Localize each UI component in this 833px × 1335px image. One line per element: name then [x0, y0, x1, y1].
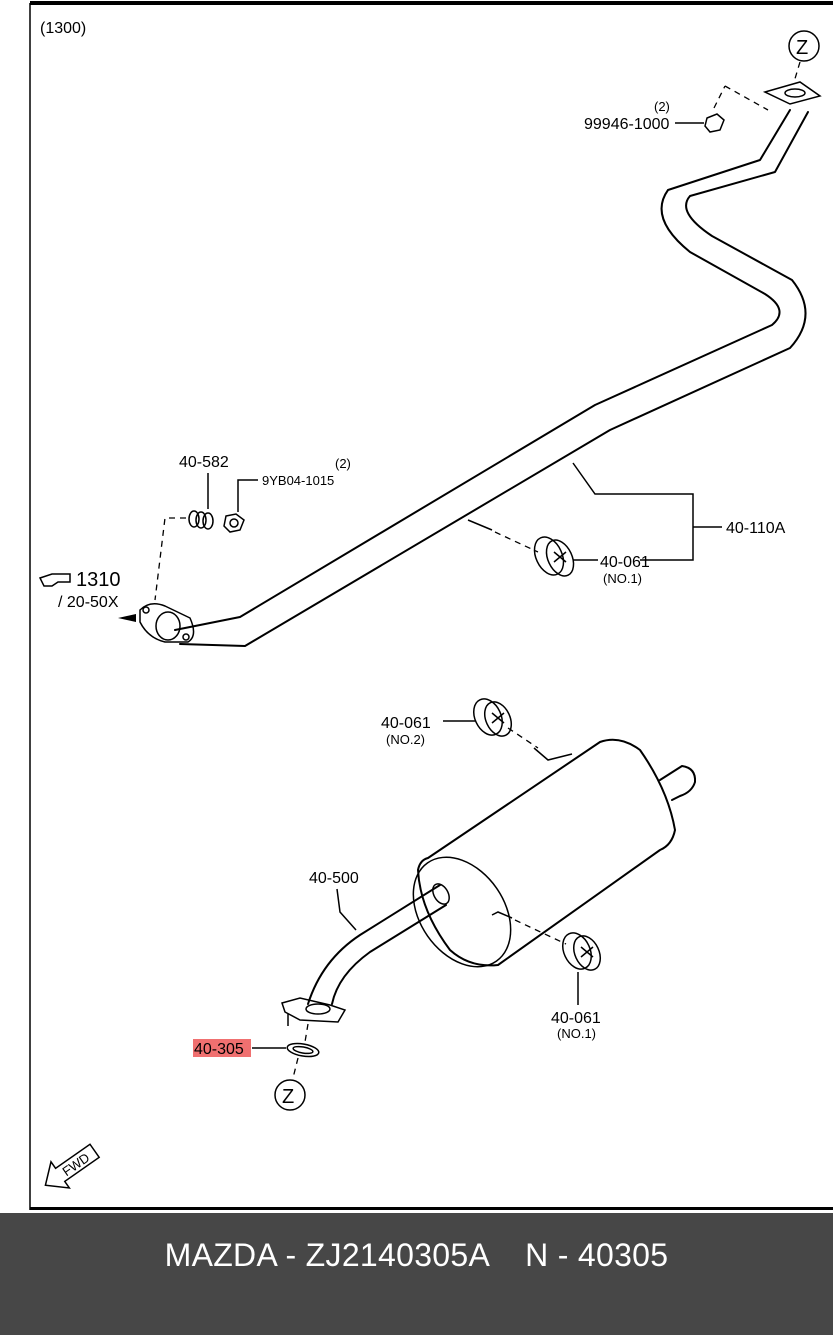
reference-sub-label: / 20-50X [58, 594, 119, 611]
muffler-leader [336, 888, 357, 931]
spring-icon [188, 473, 214, 530]
reference-section-label: 1310 [76, 569, 121, 591]
hanger-top-label: 40-061 [381, 715, 431, 732]
front-pipe-label: 40-110A [726, 520, 786, 537]
nut-qty-label: (2) [654, 99, 670, 114]
svg-text:Z: Z [796, 37, 808, 59]
muffler-part-label: 40-500 [309, 870, 359, 887]
part-number-title: MAZDA - ZJ2140305A N - 40305 [164, 1237, 669, 1273]
hanger-front-sub-label: (NO.1) [603, 571, 642, 586]
hanger-rear-icon [514, 919, 602, 1005]
spring-part-label: 40-582 [179, 454, 229, 471]
bolt-part-label: 9YB04-1015 [262, 473, 334, 488]
footer-bar: MAZDA - ZJ2140305A N - 40305 [0, 1213, 833, 1335]
hanger-front-label: 40-061 [600, 554, 650, 571]
nut-part-label: 99946-1000 [584, 116, 670, 133]
front-pipe-icon [139, 81, 822, 647]
exhaust-parts-diagram: (1300) Z 40-110A 99946-1000 (2) [29, 1, 833, 1211]
hanger-front-icon [494, 531, 575, 577]
bolt-qty-label: (2) [335, 456, 351, 471]
front-pipe-leader [572, 462, 694, 561]
fwd-arrow-icon: FWD [44, 1143, 101, 1189]
nut-icon [704, 85, 769, 133]
connector-z-bottom-icon: Z [274, 1079, 306, 1111]
connector-z-top-icon: Z [788, 30, 820, 83]
svg-text:Z: Z [282, 1086, 294, 1108]
hanger-rear-label: 40-061 [551, 1010, 601, 1027]
muffler-icon [281, 738, 697, 1026]
gasket-part-label[interactable]: 40-305 [194, 1041, 244, 1058]
section-code-label: (1300) [40, 20, 86, 37]
hand-pointer-icon [38, 573, 71, 587]
gasket-highlight [193, 1039, 251, 1057]
svg-text:FWD: FWD [59, 1150, 92, 1179]
hanger-top-sub-label: (NO.2) [386, 732, 425, 747]
reference-arrow-icon [118, 614, 136, 622]
bolt-icon [223, 479, 258, 533]
hanger-rear-sub-label: (NO.1) [557, 1026, 596, 1041]
hanger-top-icon [472, 698, 539, 749]
gasket-icon [286, 1023, 320, 1079]
